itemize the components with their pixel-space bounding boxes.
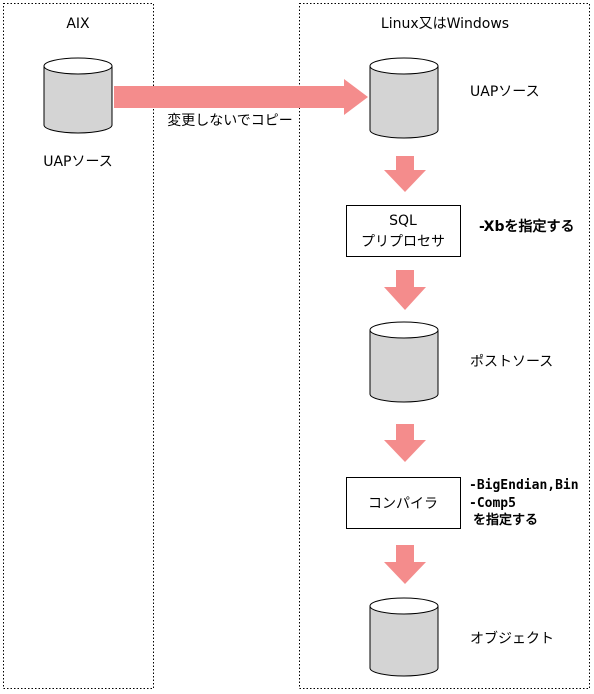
target-uap-source-label: UAPソース [470, 84, 540, 100]
compiler-option-line3: を指定する [473, 512, 538, 528]
object-cylinder [369, 597, 439, 677]
down-arrow-3 [384, 424, 426, 462]
sql-preprocessor-box [346, 205, 461, 257]
aix-panel [3, 3, 154, 689]
aix-uap-source-cylinder [43, 57, 113, 134]
compiler-label: コンパイラ [368, 496, 438, 512]
sql-preprocessor-line1: SQL [389, 213, 417, 229]
preprocessor-option: -Xbを指定する [479, 218, 574, 235]
object-label: オブジェクト [470, 630, 554, 647]
sql-preprocessor-line2: プリプロセサ [361, 234, 445, 250]
down-arrow-4 [384, 545, 426, 584]
post-source-cylinder [369, 321, 439, 403]
compiler-box [346, 477, 461, 529]
aix-panel-title: AIX [66, 16, 90, 32]
target-uap-source-cylinder [369, 57, 439, 139]
compiler-option-line1: -BigEndian,Bin [469, 478, 579, 493]
compiler-option-line2: -Comp5 [469, 496, 516, 511]
down-arrow-1 [384, 156, 426, 192]
down-arrow-2 [384, 270, 426, 310]
aix-uap-source-label: UAPソース [43, 154, 113, 170]
post-source-label: ポストソース [470, 354, 553, 370]
copy-arrow [114, 79, 368, 115]
target-os-panel-title: Linux又はWindows [381, 16, 509, 32]
target-os-panel [299, 3, 590, 689]
copy-arrow-label: 変更しないでコピー [167, 112, 293, 129]
